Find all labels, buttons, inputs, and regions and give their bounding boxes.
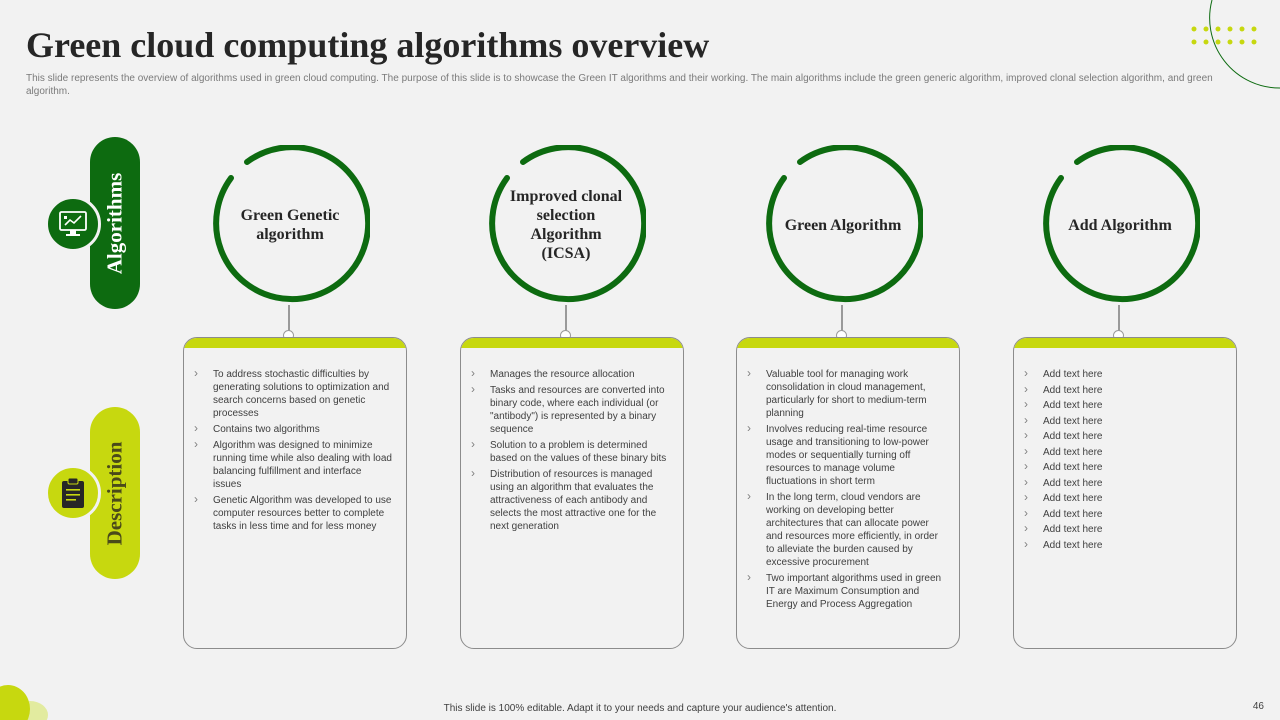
bullet-item: Add text here <box>1024 460 1222 474</box>
bullet-item: In the long term, cloud vendors are work… <box>747 490 945 569</box>
bullet-item: Add text here <box>1024 414 1222 428</box>
bullet-item: Valuable tool for managing work consolid… <box>747 367 945 420</box>
bullet-item: Tasks and resources are converted into b… <box>471 383 669 436</box>
algorithm-title-3: Green Algorithm <box>784 216 902 234</box>
bullet-item: Add text here <box>1024 398 1222 412</box>
algorithms-badge <box>45 196 101 252</box>
bullet-item: Genetic Algorithm was developed to use c… <box>194 493 392 533</box>
bullet-item: Add text here <box>1024 476 1222 490</box>
card-header-bar <box>461 338 683 348</box>
description-label: Description <box>102 441 127 545</box>
card-header-bar <box>1014 338 1236 348</box>
bullet-item: Manages the resource allocation <box>471 367 669 381</box>
card-header-bar <box>737 338 959 348</box>
bullet-item: Add text here <box>1024 507 1222 521</box>
ring-arc <box>213 145 370 303</box>
algorithm-title-1: Green Genetic algorithm <box>240 207 340 243</box>
clipboard-icon <box>62 477 84 508</box>
card-header-bar <box>184 338 406 348</box>
algorithm-ring-2: Improved clonal selection Algorithm (ICS… <box>486 145 646 305</box>
bullet-item: To address stochastic difficulties by ge… <box>194 367 392 420</box>
connector-line <box>841 305 843 331</box>
ring-arc <box>489 145 646 303</box>
connector-line <box>1118 305 1120 331</box>
bullet-item: Two important algorithms used in green I… <box>747 571 945 611</box>
algorithm-ring-1: Green Genetic algorithm <box>210 145 370 305</box>
monitor-chart-icon <box>59 211 87 236</box>
bullet-item: Algorithm was designed to minimize runni… <box>194 438 392 491</box>
slide-title: Green cloud computing algorithms overvie… <box>26 25 710 65</box>
algorithm-title-2: Improved clonal selection Algorithm (ICS… <box>509 188 623 262</box>
connector-line <box>565 305 567 331</box>
bullet-item: Add text here <box>1024 383 1222 397</box>
bullet-item: Distribution of resources is managed usi… <box>471 467 669 533</box>
algorithms-label: Algorithms <box>102 172 127 274</box>
ring-arc <box>766 145 923 303</box>
algorithm-ring-3: Green Algorithm <box>763 145 923 305</box>
algorithm-title-4: Add Algorithm <box>1068 216 1172 234</box>
bullet-item: Solution to a problem is determined base… <box>471 438 669 465</box>
bullet-item: Add text here <box>1024 522 1222 536</box>
bullet-item: Involves reducing real-time resource usa… <box>747 422 945 488</box>
bullet-item: Add text here <box>1024 429 1222 443</box>
slide-footer: This slide is 100% editable. Adapt it to… <box>443 703 837 714</box>
ring-arc <box>1043 145 1200 303</box>
connector-line <box>288 305 290 331</box>
description-card-1: To address stochastic difficulties by ge… <box>183 337 407 649</box>
bullet-item: Add text here <box>1024 491 1222 505</box>
page-number: 46 <box>1252 701 1264 712</box>
description-badge <box>45 465 101 521</box>
bullet-item: Add text here <box>1024 367 1222 381</box>
description-card-4: Add text here Add text here Add text her… <box>1013 337 1237 649</box>
algorithm-ring-4: Add Algorithm <box>1040 145 1200 305</box>
bullet-item: Contains two algorithms <box>194 422 392 436</box>
bullet-item: Add text here <box>1024 445 1222 459</box>
slide-subtitle: This slide represents the overview of al… <box>26 73 1213 97</box>
bullet-item: Add text here <box>1024 538 1222 552</box>
description-card-2: Manages the resource allocation Tasks an… <box>460 337 684 649</box>
corner-arc-decoration <box>1191 0 1280 89</box>
leaf-decoration <box>0 685 48 720</box>
description-card-3: Valuable tool for managing work consolid… <box>736 337 960 649</box>
